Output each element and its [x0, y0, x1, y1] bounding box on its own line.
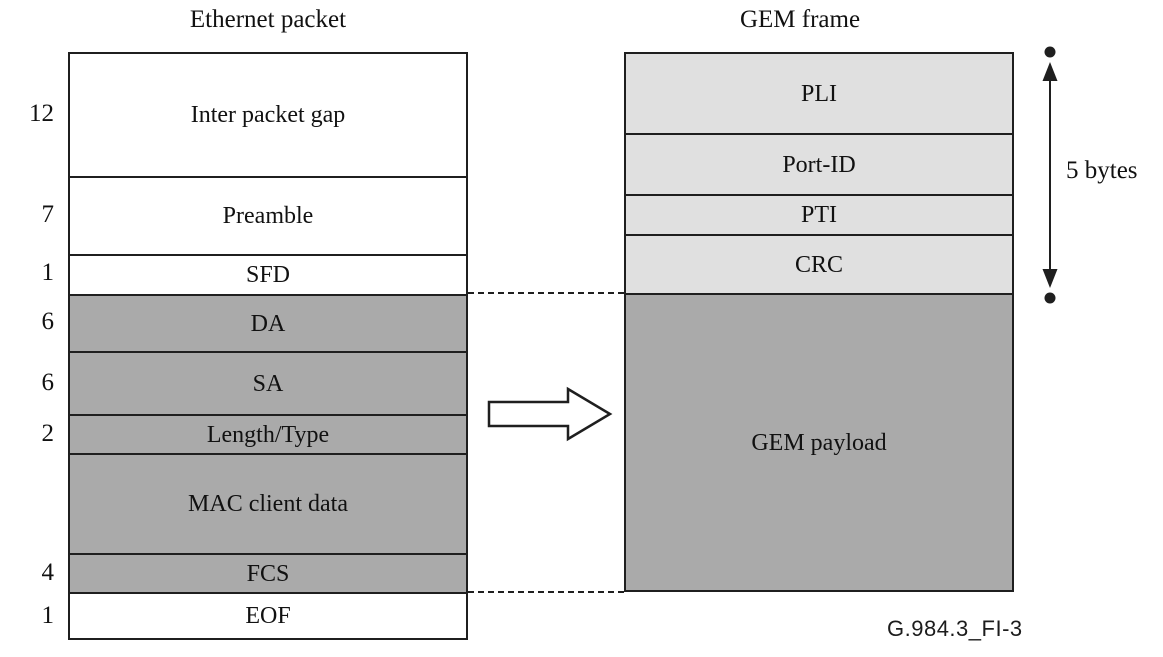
byte-count-label: 2	[41, 420, 55, 447]
dashed-mapping-line-top	[468, 292, 624, 294]
packet-row-label: Preamble	[222, 203, 314, 229]
ethernet-packet-box: Inter packet gap Preamble SFD DA SA Leng…	[68, 52, 468, 640]
packet-row-label: Length/Type	[206, 421, 330, 448]
packet-row-inter-packet-gap: Inter packet gap	[70, 54, 466, 176]
packet-row-label: Inter packet gap	[190, 102, 346, 128]
packet-row-length-type: Length/Type	[70, 414, 466, 453]
packet-row-label: MAC client data	[188, 491, 348, 517]
packet-row-sfd: SFD	[70, 254, 466, 294]
packet-row-eof: EOF	[70, 592, 466, 638]
gem-row-crc: CRC	[626, 234, 1012, 293]
byte-count-label: 7	[41, 201, 55, 228]
packet-row-label: EOF	[245, 603, 291, 629]
byte-count-label: 6	[41, 308, 55, 335]
packet-row-preamble: Preamble	[70, 176, 466, 254]
packet-row-mac-client-data: MAC client data	[70, 453, 466, 553]
gem-row-payload: GEM payload	[626, 293, 1012, 590]
gem-row-port-id: Port-ID	[626, 133, 1012, 194]
gem-row-label: CRC	[794, 251, 844, 278]
gem-row-label: GEM payload	[751, 429, 887, 456]
byte-count-label: 4	[41, 559, 55, 586]
packet-row-label: DA	[250, 310, 286, 337]
dashed-mapping-line-bottom	[468, 591, 624, 593]
right-block-arrow-icon	[487, 386, 613, 442]
gem-row-label: PTI	[801, 202, 837, 228]
size-measure-arrow	[1042, 46, 1058, 304]
byte-count-label: 12	[29, 100, 54, 127]
gem-frame-box: PLI Port-ID PTI CRC GEM payload	[624, 52, 1014, 592]
packet-row-sa: SA	[70, 351, 466, 414]
gem-row-label: PLI	[801, 80, 837, 107]
packet-row-label: FCS	[246, 560, 290, 587]
gem-row-label: Port-ID	[782, 151, 856, 178]
gem-frame-title: GEM frame	[739, 6, 861, 33]
header-size-label: 5 bytes	[1066, 157, 1138, 184]
packet-row-label: SFD	[245, 262, 291, 288]
figure-id: G.984.3_FI-3	[887, 616, 1023, 641]
gem-row-pti: PTI	[626, 194, 1012, 234]
byte-count-label: 6	[41, 369, 55, 396]
packet-row-fcs: FCS	[70, 553, 466, 592]
ethernet-packet-title: Ethernet packet	[189, 6, 347, 33]
byte-count-label: 1	[41, 602, 55, 629]
packet-row-da: DA	[70, 294, 466, 351]
packet-row-label: SA	[252, 370, 284, 397]
byte-count-label: 1	[41, 259, 55, 286]
gem-row-pli: PLI	[626, 54, 1012, 133]
